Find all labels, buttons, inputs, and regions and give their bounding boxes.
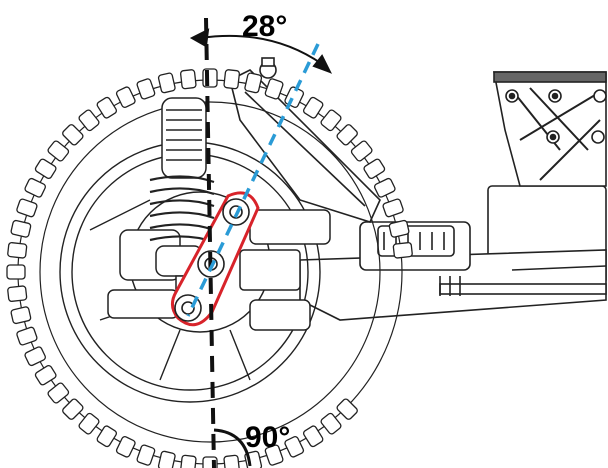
tire-knob xyxy=(96,425,118,448)
tire-knob xyxy=(244,72,263,94)
tire-knob xyxy=(157,450,176,468)
tire-knob xyxy=(392,242,413,259)
tire-knob xyxy=(180,454,197,468)
tire-knob xyxy=(374,177,396,198)
knobby-tire xyxy=(6,68,413,468)
upper-arm xyxy=(229,57,381,223)
tire-knob xyxy=(34,364,57,386)
tilted-axis-line xyxy=(186,43,320,317)
tire-knob xyxy=(382,198,404,218)
tire-knob xyxy=(223,69,240,90)
tire-knob xyxy=(34,158,57,180)
tire-knob xyxy=(336,398,358,420)
tire-knob xyxy=(10,219,32,238)
tire-knob xyxy=(302,96,324,119)
tire-knob xyxy=(336,124,358,146)
tire-knob xyxy=(302,425,324,448)
tire-knob xyxy=(6,264,26,280)
bottom-angle-label: 90° xyxy=(245,421,290,454)
tire-knob xyxy=(264,444,284,466)
top-angle-label: 28° xyxy=(242,10,287,43)
tire-knob xyxy=(47,382,70,404)
tire-knob xyxy=(320,109,342,132)
shock-tower xyxy=(493,71,607,187)
steering-upright-plate xyxy=(171,191,260,327)
tire-knob xyxy=(96,96,118,119)
tire-knob xyxy=(24,346,46,367)
chassis xyxy=(299,185,607,321)
tire-knob xyxy=(62,124,84,146)
tire-knob xyxy=(24,177,46,198)
tire-knob xyxy=(388,219,410,238)
tire-knob xyxy=(350,140,373,162)
tire-knob xyxy=(264,78,284,100)
tire-knob xyxy=(115,436,136,458)
tire-knob xyxy=(363,158,386,180)
tire-knob xyxy=(16,326,38,346)
tire-knob xyxy=(157,72,176,94)
tire-knob xyxy=(7,285,28,302)
tire-knob xyxy=(115,86,136,108)
tire-knob xyxy=(136,78,156,100)
tire-knob xyxy=(10,306,32,325)
tire-knob xyxy=(136,444,156,466)
angle-arc-28 xyxy=(189,28,333,74)
vertical-reference-line xyxy=(204,17,216,468)
tire-knob xyxy=(180,69,197,90)
tire-knob xyxy=(7,242,28,259)
tire-knob xyxy=(78,109,100,132)
tire-knob xyxy=(16,198,38,218)
tire-knob xyxy=(223,454,240,468)
tire-knob xyxy=(78,412,100,435)
tire-knob xyxy=(320,412,342,435)
tire-knob xyxy=(47,140,70,162)
arrow-left-icon xyxy=(189,28,210,48)
angle-arc-90 xyxy=(213,428,252,467)
arrow-right-icon xyxy=(312,54,333,74)
tire-knob xyxy=(284,436,305,458)
tire-knob xyxy=(62,398,84,420)
